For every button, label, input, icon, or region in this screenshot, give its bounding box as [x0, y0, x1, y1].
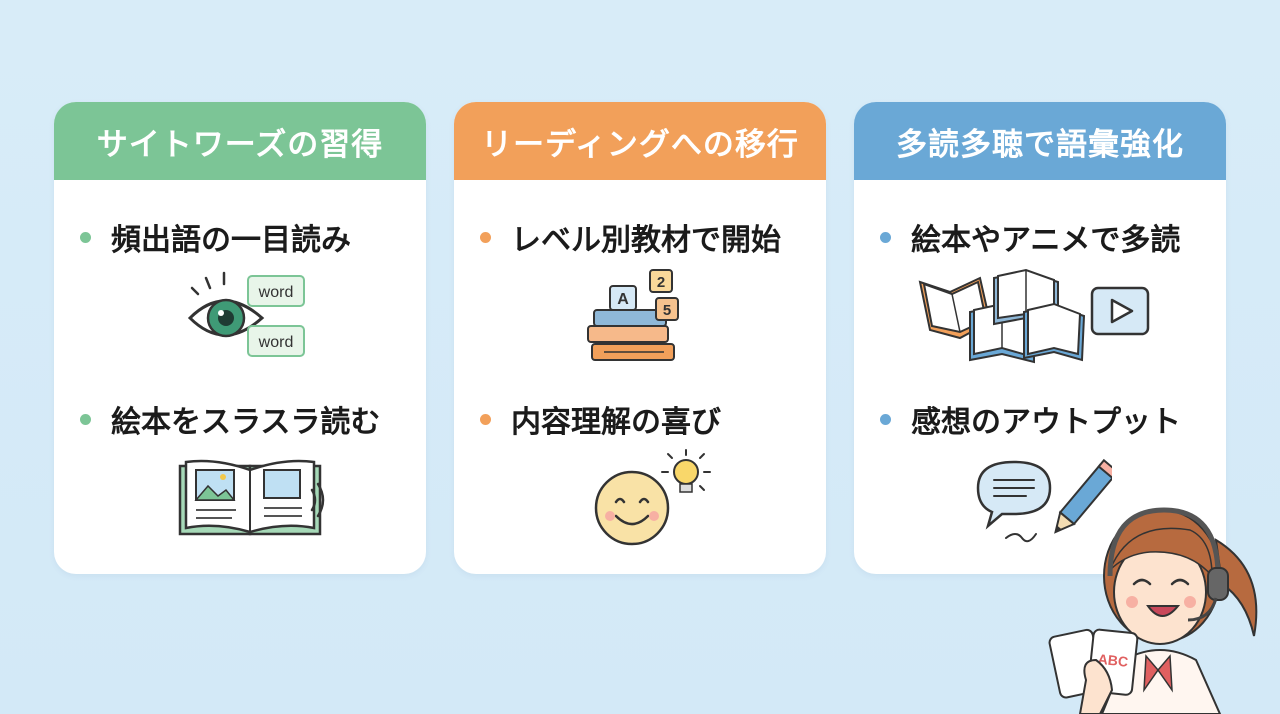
books-and-video-icon — [918, 268, 1150, 364]
card-extensive-reading: 多読多聴で語彙強化 絵本やアニメで多読 感想のアウトプット — [854, 102, 1226, 574]
card-title: リーディングへの移行 — [481, 126, 799, 163]
card-sight-words: サイトワーズの習得 頻出語の一目読み word word 絵本をスラスラ読む — [54, 102, 426, 574]
item-label: 頻出語の一目読み — [111, 223, 351, 258]
bullet-dot — [880, 231, 891, 243]
item-label: 絵本やアニメで多読 — [911, 223, 1181, 258]
bullet-dot — [480, 413, 491, 425]
card-header: 多読多聴で語彙強化 — [854, 102, 1226, 180]
smiley-lightbulb-icon — [594, 449, 711, 546]
bullet-dot — [480, 231, 491, 243]
bullet-dot — [80, 413, 91, 425]
bullet-dot — [80, 231, 91, 243]
list-item: 感想のアウトプット — [880, 397, 1181, 441]
stacked-books-icon: A 2 5 — [587, 269, 679, 361]
item-label: 感想のアウトプット — [911, 405, 1181, 440]
card-header: サイトワーズの習得 — [54, 102, 426, 180]
item-label: 内容理解の喜び — [511, 405, 721, 440]
item-label: レベル別教材で開始 — [511, 223, 781, 258]
block-letter: 2 — [657, 274, 665, 291]
girl-with-headset-icon: ABC — [1048, 507, 1258, 714]
speech-bubble-pencil-icon — [976, 458, 1112, 543]
block-letter: 5 — [663, 302, 671, 319]
flashcard-text: ABC — [1097, 651, 1129, 670]
list-item: 絵本をスラスラ読む — [80, 397, 380, 441]
bullet-dot — [880, 413, 891, 425]
card-reading-transition: リーディングへの移行 レベル別教材で開始 A 2 5 内容理解の喜び — [454, 102, 826, 574]
word-card-text: word — [258, 284, 294, 301]
item-label: 絵本をスラスラ読む — [111, 405, 381, 440]
list-item: レベル別教材で開始 — [480, 215, 781, 259]
list-item: 内容理解の喜び — [480, 397, 721, 441]
open-picture-book-icon — [178, 459, 325, 536]
card-header: リーディングへの移行 — [454, 102, 826, 180]
block-letter: A — [617, 291, 629, 308]
card-title: サイトワーズの習得 — [96, 126, 384, 163]
card-title: 多読多聴で語彙強化 — [896, 126, 1184, 163]
list-item: 絵本やアニメで多読 — [880, 215, 1180, 259]
word-card-text: word — [258, 334, 294, 351]
list-item: 頻出語の一目読み — [80, 215, 351, 259]
eye-word-cards-icon: word word — [187, 271, 305, 357]
